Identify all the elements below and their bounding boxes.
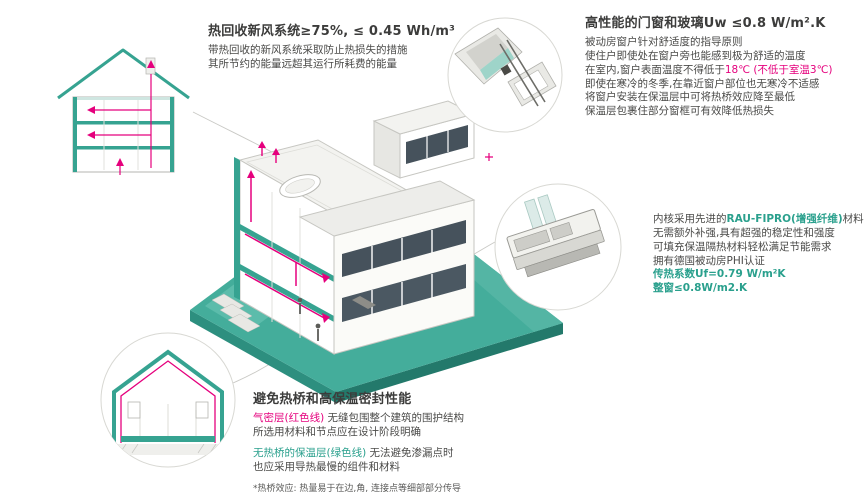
window-profile-illustration	[494, 183, 622, 311]
profile-callout: 内核采用先进的RAU-FIPRO(增强纤维)材料 无需额外补强,具有超强的稳定性…	[653, 213, 865, 296]
thermal-line3: 无热桥的保温层(绿色线) 无法避免渗漏点时	[253, 447, 563, 461]
thermal-title: 避免热桥和高保温密封性能	[253, 392, 412, 407]
terrace-patch	[450, 251, 563, 332]
profile-line1-material: RAU-FIPRO(增强纤维)	[726, 213, 843, 225]
ventilation-line1: 带热回收的新风系统采取防止热损失的措施	[208, 44, 408, 56]
profile-line4: 拥有德国被动房PHI认证	[653, 254, 765, 267]
windows-line4: 即使在寒冷的冬季,在靠近窗户部位也无寒冷不适感	[585, 77, 820, 90]
insulation-green-line	[112, 349, 224, 444]
main-house-illustration	[190, 100, 563, 403]
thermal-line3-insulation: 无热桥的保温层(绿色线)	[253, 446, 367, 459]
thermal-footnote: *热桥效应: 热量易于在边,角, 连接点等细部部分传导	[253, 484, 461, 492]
thermal-line2: 所选用材料和节点应在设计阶段明确	[253, 425, 421, 438]
profile-uw-value: 整窗≤0.8W/m2.K	[653, 282, 748, 295]
ventilation-title: 热回收新风系统≥75%, ≤ 0.45 Wh/m³	[208, 24, 456, 39]
interior-partitions	[271, 192, 301, 338]
thermal-line1-airtight: 气密层(红色线)	[253, 412, 325, 424]
garden-steps	[211, 293, 261, 333]
mullions-upper	[371, 230, 433, 269]
windows-line6: 保温层包裹住部分窗框可有效降低热损失	[585, 105, 774, 118]
profile-uf-value: 传热系数Uf=0.79 W/m²K	[653, 268, 786, 281]
windows-line5: 将窗户安装在保温层中可将热桥效应降至最低	[585, 91, 795, 104]
profile-line1: 内核采用先进的RAU-FIPRO(增强纤维)材料	[653, 213, 865, 227]
windows-line3-red: 18℃ (不低于室温3℃)	[724, 63, 833, 76]
duct-arrows	[247, 170, 330, 323]
windows-callout: 高性能的门窗和玻璃Uw ≤0.8 W/m².K 被动房窗户针对舒适度的指导原则 …	[585, 12, 860, 119]
windows-line3-black: 在室内,窗户表面温度不得低于	[585, 63, 725, 76]
floor-slab-upper	[240, 224, 334, 282]
thermal-line3-rest: 无法避免渗漏点时	[366, 446, 454, 459]
insulation-edge	[234, 157, 240, 300]
ventilation-callout: 热回收新风系统≥75%, ≤ 0.45 Wh/m³ 带热回收的新风系统采取防止热…	[208, 20, 498, 72]
floor-slab-lower	[240, 264, 334, 322]
windows-line1: 被动房窗户针对舒适度的指导原则	[585, 36, 743, 48]
windows-line2: 使住户即使处在窗户旁也能感到极为舒适的温度	[585, 49, 806, 62]
profile-line1-pre: 内核采用先进的	[653, 213, 727, 225]
airflow-arrows	[87, 60, 155, 166]
thermal-line4: 也应采用导热最慢的组件和材料	[253, 460, 400, 473]
thermal-line1-rest: 无缝包围整个建筑的围护结构	[324, 412, 465, 424]
roof-right	[298, 180, 476, 237]
bathtub	[279, 174, 321, 198]
window-band-upper	[342, 220, 466, 277]
red-marker	[485, 153, 493, 161]
human-figures	[297, 297, 321, 341]
windows-line3: 在室内,窗户表面温度不得低于18℃ (不低于室温3℃)	[585, 64, 860, 78]
rooftop-volume	[372, 100, 476, 179]
profile-line2: 无需额外补强,具有超强的稳定性和强度	[653, 226, 835, 239]
profile-line3: 可填充保温隔热材料轻松满足节能需求	[653, 240, 832, 253]
insulation-section-illustration	[100, 332, 236, 468]
windows-title: 高性能的门窗和玻璃Uw ≤0.8 W/m².K	[585, 16, 826, 31]
thermal-callout: 避免热桥和高保温密封性能 气密层(红色线) 无缝包围整个建筑的围护结构 所选用材…	[253, 388, 563, 492]
ventilation-line2: 其所节约的能量远超其运行所耗费的能量	[208, 57, 397, 70]
ventilation-section-illustration	[57, 48, 190, 175]
window-corner-illustration	[447, 17, 563, 133]
exhaust-arrow-heads	[258, 141, 280, 155]
sofa	[352, 296, 376, 309]
platform-side-right	[336, 323, 563, 403]
platform-side-left	[190, 310, 336, 403]
airtight-red-line	[120, 360, 216, 443]
mullions-lower	[371, 274, 433, 314]
profile-line1-post: 材料	[842, 213, 864, 225]
thermal-line1: 气密层(红色线) 无缝包围整个建筑的围护结构	[253, 412, 563, 426]
window-band-lower	[342, 264, 466, 322]
ventilation-ducts	[244, 175, 327, 320]
